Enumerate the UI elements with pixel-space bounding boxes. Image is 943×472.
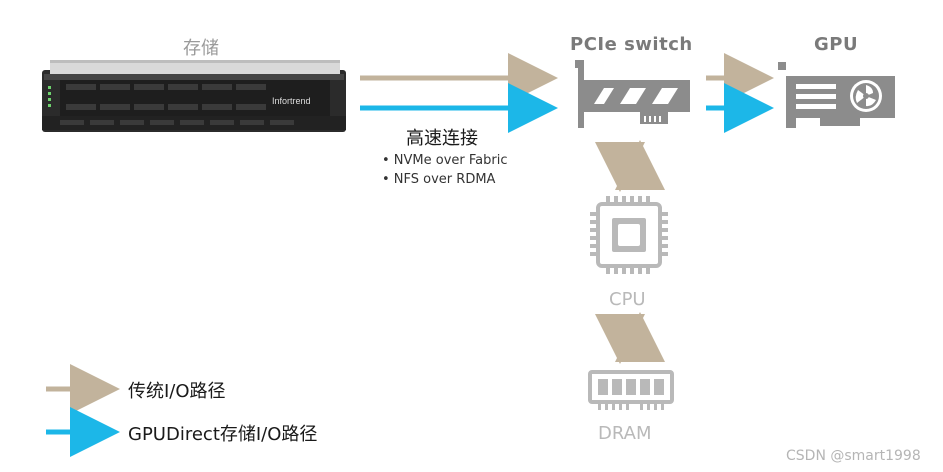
pcie-switch-icon xyxy=(575,60,690,128)
dram-module-icon xyxy=(588,370,674,410)
cpu-chip-icon xyxy=(590,196,668,274)
pcie-switch-label: PCIe switch xyxy=(570,34,693,55)
cpu-label: CPU xyxy=(609,289,646,310)
storage-server-icon xyxy=(42,60,346,132)
watermark: CSDN @smart1998 xyxy=(786,448,921,464)
storage-brand-label: Infortrend xyxy=(272,96,311,106)
gpu-label: GPU xyxy=(814,34,859,55)
storage-label: 存储 xyxy=(183,38,219,59)
gpu-card-icon xyxy=(778,62,895,128)
legend-traditional-label: 传统I/O路径 xyxy=(128,381,226,402)
connection-title: 高速连接 xyxy=(406,128,478,149)
dram-label: DRAM xyxy=(598,423,652,444)
legend-gpudirect-label: GPUDirect存储I/O路径 xyxy=(128,424,318,445)
protocol-item: • NFS over RDMA xyxy=(382,172,496,187)
protocol-item: • NVMe over Fabric xyxy=(382,153,508,168)
